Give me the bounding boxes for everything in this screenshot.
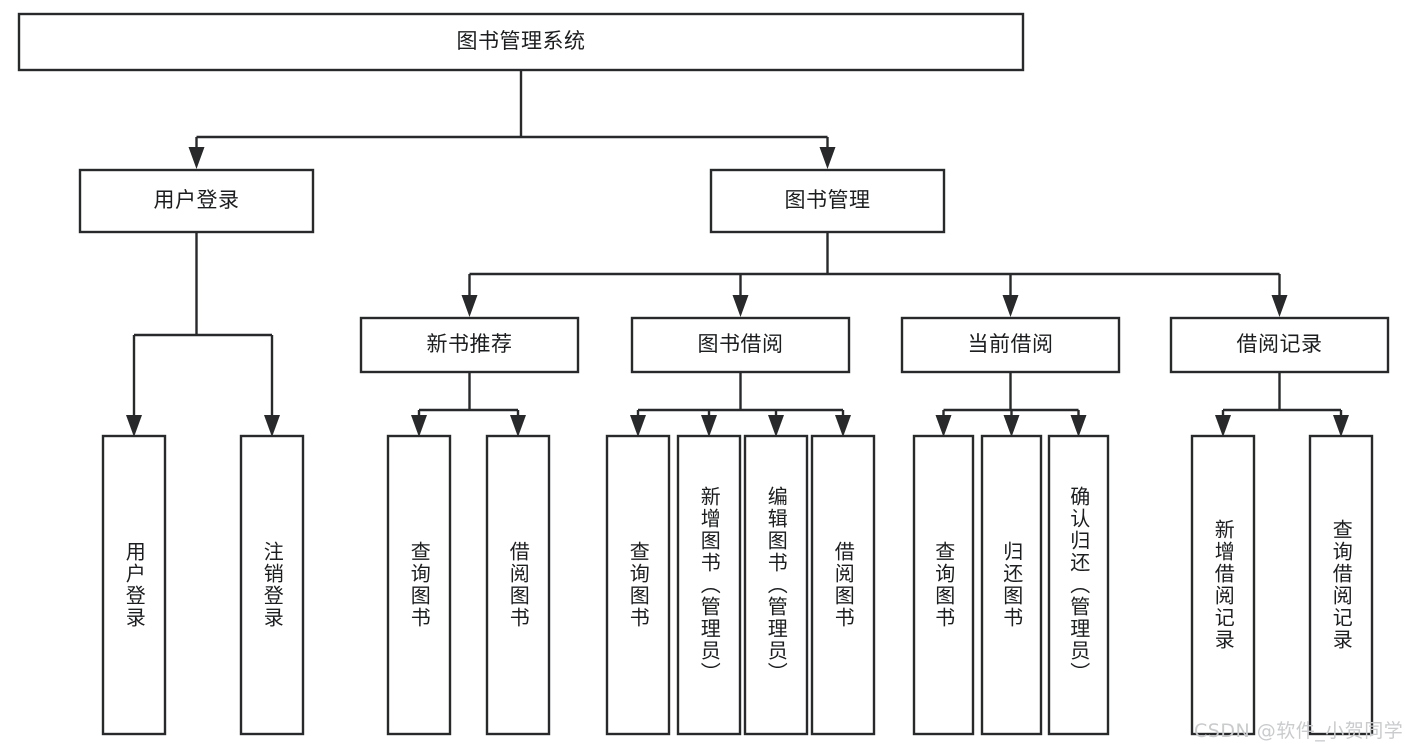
arrow-head-icon [1003, 415, 1020, 437]
node-borrow-record[interactable] [1169, 316, 1390, 374]
node-root[interactable] [17, 12, 1025, 72]
node-leaf-add-record[interactable] [1190, 434, 1256, 736]
arrow-head-icon [819, 147, 836, 169]
node-leaf-user-logout[interactable] [239, 434, 305, 736]
arrow-head-icon [1002, 295, 1019, 317]
node-leaf-user-login[interactable] [101, 434, 167, 736]
node-book-borrow[interactable] [630, 316, 851, 374]
node-new-book-rec[interactable] [359, 316, 580, 374]
node-leaf-borrow-book-1[interactable] [485, 434, 551, 736]
arrow-head-icon [701, 415, 717, 437]
arrow-head-icon [1333, 415, 1349, 437]
node-leaf-query-book-1[interactable] [386, 434, 452, 736]
node-leaf-confirm-return[interactable] [1047, 434, 1110, 736]
connectors-layer [126, 70, 1349, 437]
arrow-head-icon [935, 415, 952, 437]
node-book-manage[interactable] [709, 168, 946, 234]
arrow-head-icon [630, 415, 646, 437]
arrow-head-icon [264, 415, 280, 437]
arrow-head-icon [732, 295, 749, 317]
node-leaf-query-record[interactable] [1308, 434, 1374, 736]
arrow-head-icon [411, 415, 427, 437]
node-leaf-query-book-3[interactable] [912, 434, 975, 736]
arrow-head-icon [1070, 415, 1087, 437]
arrow-head-icon [461, 295, 478, 317]
node-current-borrow[interactable] [900, 316, 1121, 374]
arrow-head-icon [768, 415, 784, 437]
csdn-watermark: CSDN @软件_小贺同学 [1194, 720, 1404, 742]
arrow-head-icon [1271, 295, 1288, 317]
node-leaf-edit-book[interactable] [743, 434, 809, 736]
node-leaf-borrow-book-2[interactable] [810, 434, 876, 736]
arrow-head-icon [188, 147, 205, 169]
arrow-head-icon [835, 415, 851, 437]
boxes-layer [17, 12, 1390, 736]
node-user-login[interactable] [78, 168, 315, 234]
node-leaf-return-book[interactable] [980, 434, 1043, 736]
arrow-head-icon [510, 415, 526, 437]
arrow-head-icon [126, 415, 142, 437]
arrow-head-icon [1215, 415, 1231, 437]
node-leaf-add-book[interactable] [676, 434, 742, 736]
node-leaf-query-book-2[interactable] [605, 434, 671, 736]
